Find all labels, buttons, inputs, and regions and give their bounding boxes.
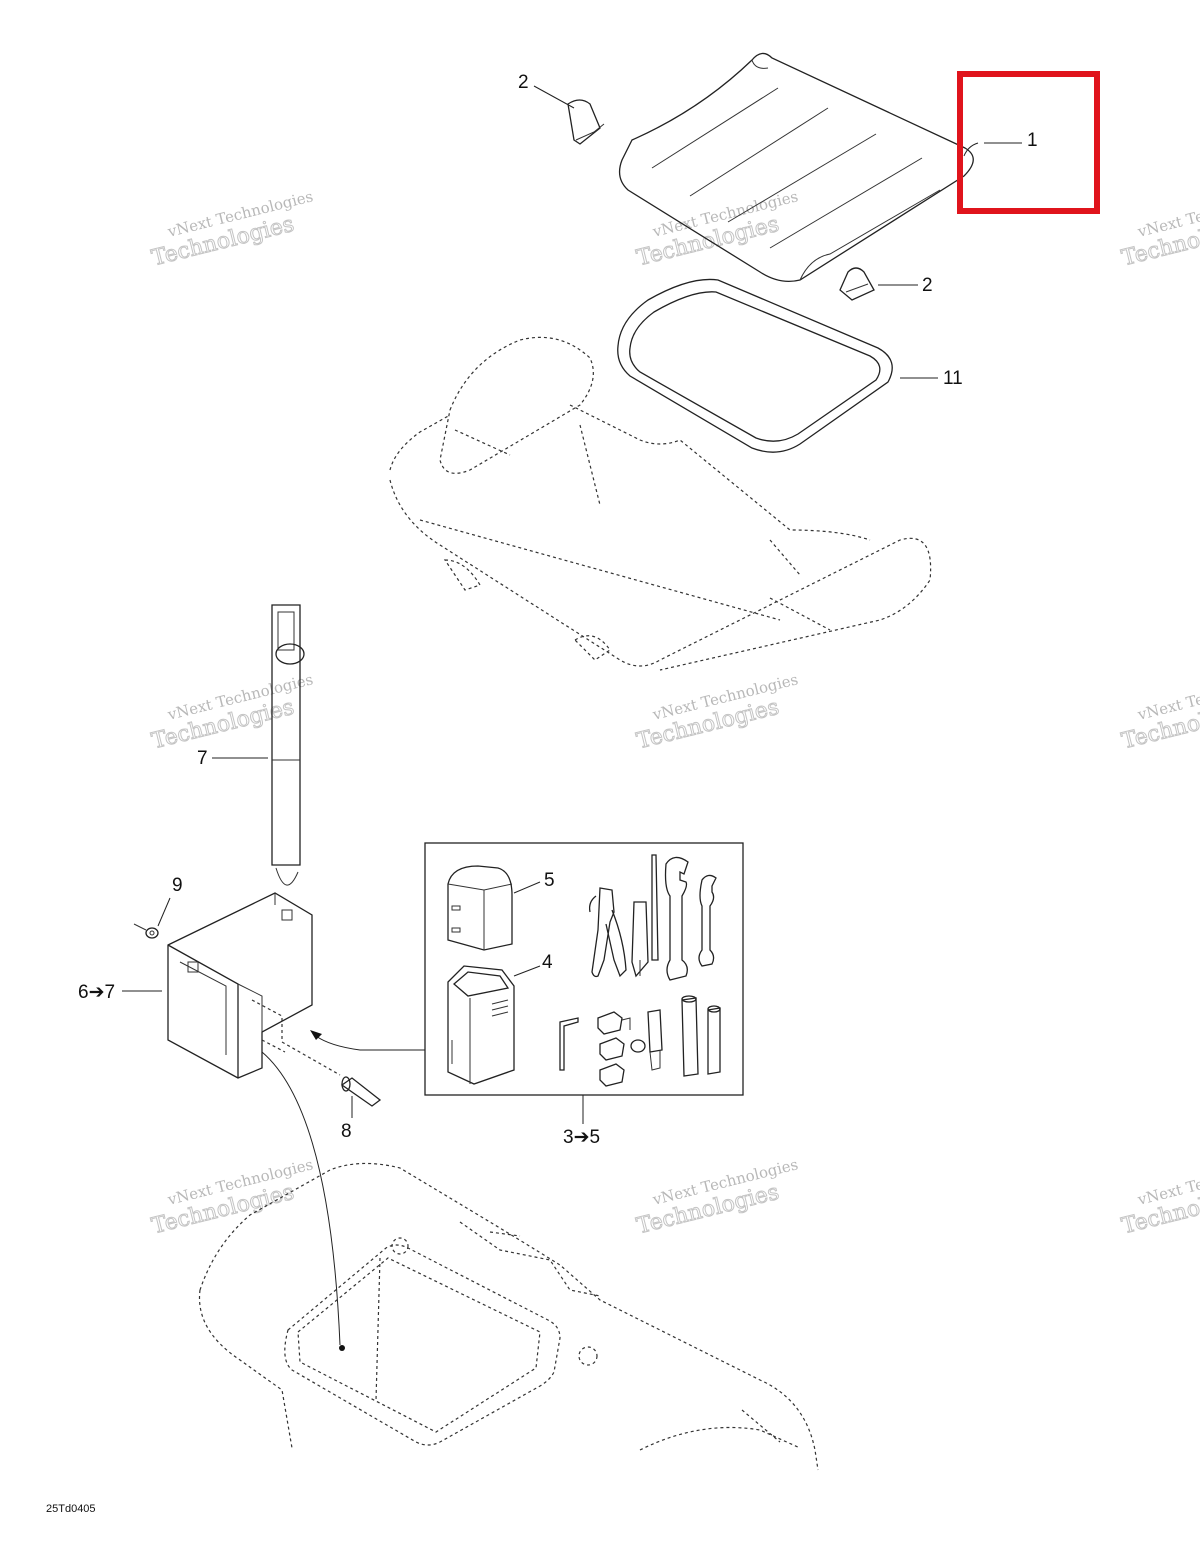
callout-3-5[interactable]: 3➔5 bbox=[563, 1127, 600, 1148]
callout-2-bottom[interactable]: 2 bbox=[922, 275, 933, 296]
part-5-case-cap[interactable] bbox=[447, 865, 513, 951]
callout-8[interactable]: 8 bbox=[341, 1121, 352, 1142]
mount-point-dot bbox=[339, 1345, 345, 1351]
part-4-tool-case[interactable] bbox=[447, 965, 515, 1085]
hex-key-icon bbox=[559, 1017, 579, 1071]
callout-7[interactable]: 7 bbox=[197, 748, 208, 769]
part-2-clip-left[interactable] bbox=[567, 99, 605, 145]
assembly-lines bbox=[251, 999, 345, 1351]
part-1-seat-cushion[interactable] bbox=[618, 52, 974, 283]
callout-5[interactable]: 5 bbox=[544, 870, 555, 891]
reference-storage-compartment bbox=[198, 1162, 819, 1471]
part-2-clip-right[interactable] bbox=[839, 267, 875, 301]
callout-2-top[interactable]: 2 bbox=[518, 72, 529, 93]
leader-lines bbox=[122, 85, 1022, 1124]
watermarks: vNext Technologies Technologies vNext Te… bbox=[149, 187, 1200, 1240]
wrench-large-icon bbox=[664, 856, 689, 981]
part-11-seal-ring[interactable] bbox=[617, 278, 893, 453]
part-7-strap[interactable] bbox=[271, 604, 305, 886]
fuses-icon bbox=[597, 1011, 631, 1087]
callout-9[interactable]: 9 bbox=[172, 875, 183, 896]
callout-1[interactable]: 1 bbox=[1027, 130, 1038, 151]
pliers-icon bbox=[588, 887, 627, 978]
part-9-washer[interactable] bbox=[133, 923, 159, 939]
part-6-tool-holder[interactable] bbox=[167, 892, 313, 1079]
spark-plug-socket-icon bbox=[681, 995, 721, 1077]
callout-labels: 1 2 2 11 7 9 6➔7 5 4 8 3➔5 bbox=[78, 72, 1038, 1148]
screwdriver-icon bbox=[631, 854, 659, 978]
wrench-small-icon bbox=[698, 874, 717, 967]
reference-frame bbox=[389, 336, 932, 671]
highlight-box bbox=[957, 71, 1100, 214]
callout-6-7[interactable]: 6➔7 bbox=[78, 982, 115, 1003]
tool-kit-box[interactable] bbox=[424, 842, 744, 1096]
assembly-arrow bbox=[310, 1030, 425, 1051]
drawing-code: 25Td0405 bbox=[46, 1503, 96, 1515]
callout-4[interactable]: 4 bbox=[542, 952, 553, 973]
part-8-rivet[interactable] bbox=[340, 1076, 382, 1107]
callout-11[interactable]: 11 bbox=[943, 368, 963, 389]
fuse-puller-icon bbox=[630, 1009, 663, 1071]
